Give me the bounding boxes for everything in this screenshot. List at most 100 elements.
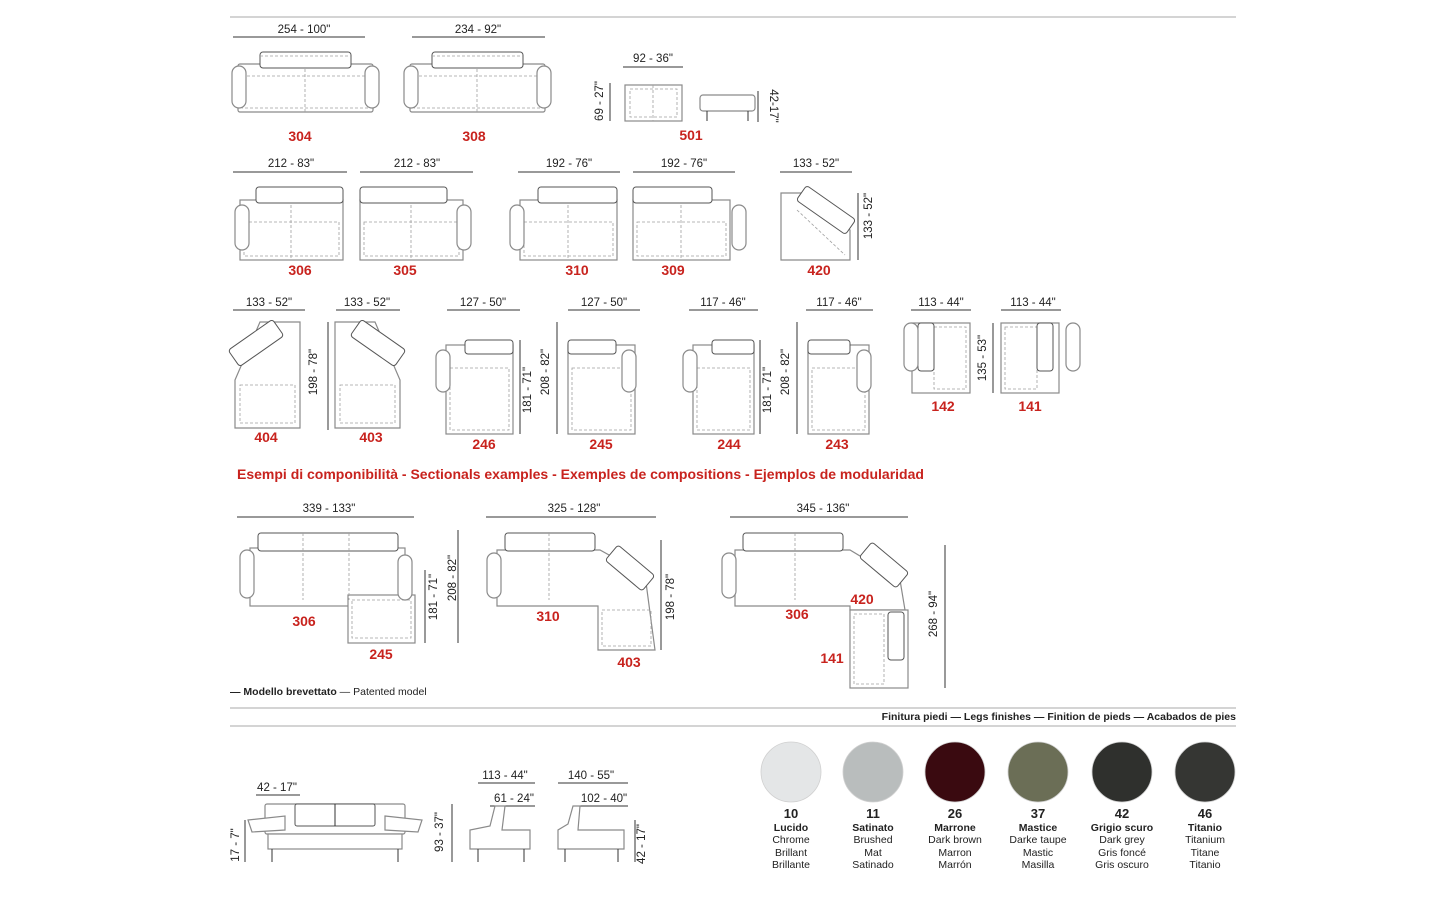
finish-name-fr: Mastic [1023,847,1053,859]
module-142: 113 - 44" 135 - 53" 142 [903,297,994,414]
finishes-title: Finitura piedi — Legs finishes — Finitio… [882,711,1236,723]
example-2: 325 - 128" 198 - 78" 310 403 [486,503,677,670]
dim-308-width: 234 - 92" [455,24,501,36]
finish-name: Lucido [774,822,808,834]
example-1-depth-b: 208 - 82" [447,555,459,601]
finish-swatch [1091,741,1153,803]
module-308: 234 - 92" 308 [403,24,552,144]
module-305: 212 - 83" 305 [359,158,473,278]
finish-name: Mastice [1019,822,1058,834]
finish-swatch [924,741,986,803]
finish-name-es: Gris oscuro [1095,859,1149,871]
finish-name-en: Darke taupe [1009,834,1066,846]
finish-name-en: Brushed [853,834,892,846]
dim-245-depth: 208 - 82" [540,349,552,395]
example-1: 339 - 133" 181 - 71" 208 - 82" 306 245 [237,503,459,662]
finish-swatch [1174,741,1236,803]
code-305: 305 [393,262,417,278]
code-244: 244 [717,436,741,452]
example-1-code-b: 245 [369,646,393,662]
dim-501-height: 42-17" [767,89,779,123]
side-a-seat-depth: 61 - 24" [494,793,534,805]
finish-code: 37 [1031,806,1045,821]
finish-name-es: Brillante [772,859,810,871]
dim-404-width: 133 - 52" [246,297,292,309]
finish-swatch [1007,741,1069,803]
finish-code: 10 [784,806,798,821]
code-304: 304 [288,128,312,144]
example-2-width: 325 - 128" [548,503,601,515]
arm-height-label: 17 - 7" [230,828,242,862]
front-elevation: 42 - 17" 17 - 7" 93 - 37" [230,782,453,862]
dim-501-width: 92 - 36" [633,53,673,65]
module-245: 127 - 50" 208 - 82" 245 [540,297,640,452]
patent-note: — Modello brevettato — Patented model [230,686,427,698]
patent-note-bold: — Modello brevettato [230,686,337,698]
examples-heading: Esempi di componibilità - Sectionals exa… [237,466,924,482]
side-b-depth: 140 - 55" [568,770,614,782]
finish-name-es: Marrón [938,859,971,871]
code-308: 308 [462,128,486,144]
dim-246-depth: 181 - 71" [522,367,534,413]
code-245: 245 [589,436,613,452]
dim-305-width: 212 - 83" [394,158,440,170]
dim-141-width: 113 - 44" [1010,297,1055,309]
dim-243-depth: 208 - 82" [780,349,792,395]
module-246: 127 - 50" 181 - 71" 246 [435,297,534,452]
dim-420-depth: 133 - 52" [863,193,875,239]
dim-246-width: 127 - 50" [460,297,506,309]
example-3-code-b: 420 [850,591,874,607]
finish-code: 11 [866,806,880,821]
code-404: 404 [254,429,278,445]
code-141: 141 [1018,398,1042,414]
module-501: 92 - 36" 69 - 27" 42-17" 501 [594,53,779,143]
dim-243-width: 117 - 46" [816,297,861,309]
dim-501-depth: 69 - 27" [594,81,606,121]
finish-name-fr: Brillant [775,847,807,859]
dim-142-width: 113 - 44" [918,297,963,309]
module-304: 254 - 100" 304 [231,24,380,144]
finish-swatch [760,741,822,803]
leg-height-label: 42 - 17" [636,824,648,864]
dim-403-width: 133 - 52" [344,297,390,309]
module-404: 133 - 52" 404 [228,297,305,445]
code-420: 420 [807,262,831,278]
code-306: 306 [288,262,312,278]
example-1-width: 339 - 133" [303,503,356,515]
dim-309-width: 192 - 76" [661,158,707,170]
dim-244-width: 117 - 46" [700,297,745,309]
finish-swatch [842,741,904,803]
finish-code: 26 [948,806,962,821]
finish-name-es: Masilla [1022,859,1055,871]
dim-244-depth: 181 - 71" [762,367,774,413]
dim-420-width: 133 - 52" [793,158,839,170]
finish-name: Satinato [852,822,893,834]
code-501: 501 [679,127,703,143]
finish-name-fr: Marron [938,847,971,859]
example-2-code-b: 403 [617,654,641,670]
module-310: 192 - 76" 310 [509,158,620,278]
dim-304-width: 254 - 100" [278,24,331,36]
finish-name-fr: Titane [1191,847,1220,859]
finish-name-es: Titanio [1189,859,1220,871]
finish-name-en: Chrome [772,834,810,846]
finish-name-es: Satinado [852,859,894,871]
example-2-code-a: 310 [536,608,560,624]
code-243: 243 [825,436,849,452]
module-403: 133 - 52" 198 - 78" 403 [308,297,406,445]
total-height-label: 93 - 37" [434,812,446,852]
code-309: 309 [661,262,685,278]
finish-name-fr: Gris foncé [1098,847,1146,859]
finish-name-en: Dark grey [1099,834,1145,846]
seat-height-label: 42 - 17" [257,782,297,794]
code-403: 403 [359,429,383,445]
module-243: 117 - 46" 208 - 82" 243 [780,297,873,452]
example-3-depth: 268 - 94" [928,591,940,637]
module-306: 212 - 83" 306 [233,158,347,278]
